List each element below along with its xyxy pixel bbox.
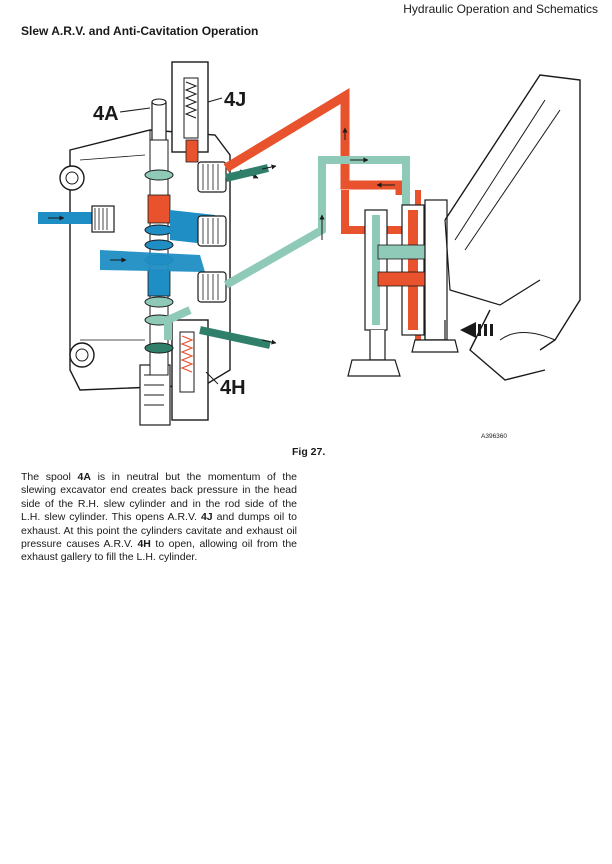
valve-ports [197, 161, 227, 303]
excavator-boom [444, 74, 581, 381]
callout-4j-leader [207, 97, 223, 103]
description-paragraph: The spool 4A is in neutral but the momen… [21, 471, 298, 564]
figure-caption: Fig 27. [292, 446, 326, 458]
callout-4j: 4J [224, 89, 246, 111]
arv-4h-ref: 4H [137, 538, 151, 551]
page-title: Slew A.R.V. and Anti-Cavitation Operatio… [21, 24, 259, 38]
supply-inlet [38, 205, 215, 272]
section-header: Hydraulic Operation and Schematics [403, 2, 598, 16]
callout-4a-leader [119, 107, 151, 113]
spool-ref: 4A [77, 471, 91, 483]
arv-4j-housing [171, 61, 209, 163]
exhaust-line [164, 156, 410, 349]
callout-4h-leader [205, 371, 219, 385]
figure-ref-code: A396360 [481, 433, 507, 440]
callout-4h: 4H [220, 377, 246, 399]
arv-4j-ref: 4J [200, 511, 213, 524]
callout-4a: 4A [93, 103, 119, 125]
hydraulic-figure: 4A 4J 4H A396360 [38, 61, 581, 440]
slew-direction-arrow [460, 322, 493, 338]
slew-cylinders [347, 199, 459, 377]
